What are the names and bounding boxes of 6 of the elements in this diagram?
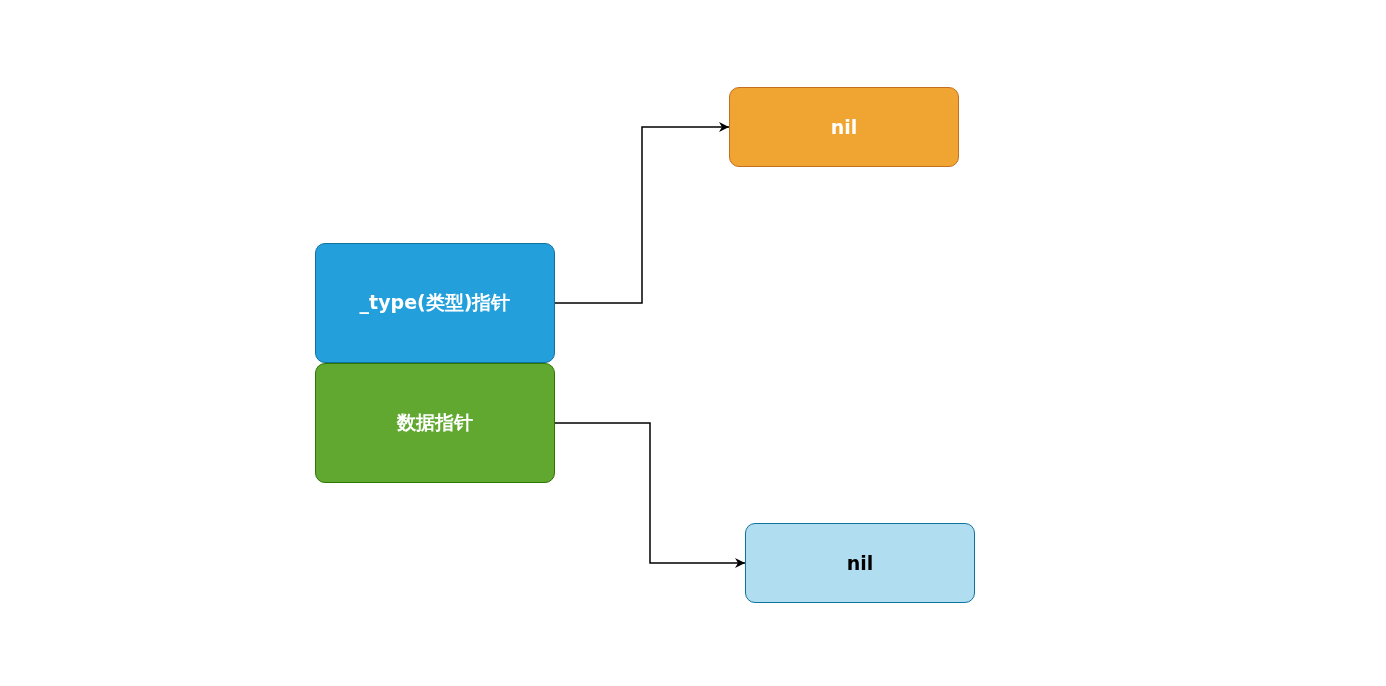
- process-box: nil: [729, 87, 959, 167]
- process-box: 数据指针: [315, 363, 555, 483]
- arrow: [554, 422, 746, 568]
- process-box: _type(类型)指针: [315, 243, 555, 363]
- process-box: nil: [745, 523, 975, 603]
- arrow: [554, 122, 730, 304]
